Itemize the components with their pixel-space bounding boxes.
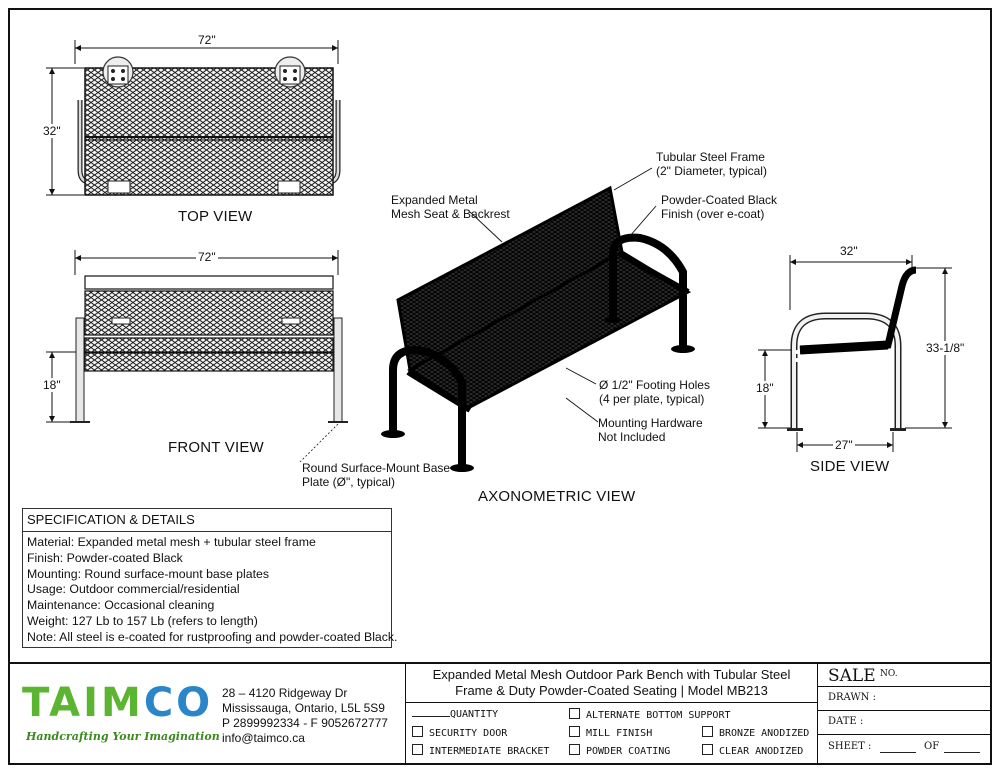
address-line1: 28 – 4120 Ridgeway Dr [222,686,348,700]
checkbox[interactable] [702,744,713,755]
callout-footing-line1: Ø 1/2" Footing Holes [599,378,710,392]
front-view-title: FRONT VIEW [168,439,264,456]
side-view [758,255,952,452]
spec-mounting: Mounting: Round surface-mount base plate… [27,566,269,581]
option-mill-finish[interactable]: MILL FINISH [569,726,652,739]
spec-finish: Finish: Powder-coated Black [27,550,183,565]
front-height-dim: 18" [41,378,63,392]
option-alternate-bottom-support[interactable]: ALTERNATE BOTTOM SUPPORT [569,708,731,721]
spec-usage: Usage: Outdoor commercial/residential [27,582,240,597]
quantity-label: QUANTITY [450,709,499,720]
specification-box: SPECIFICATION & DETAILS Material: Expand… [22,508,398,648]
callout-finish-line2: Finish (over e-coat) [661,207,765,221]
sale-row: SALE NO. [818,664,990,687]
of-label: OF [924,741,940,752]
date-row[interactable]: DATE : [818,710,990,735]
option-label: POWDER COATING [586,746,671,757]
sale-no-label: NO. [880,669,898,679]
side-view-title: SIDE VIEW [810,458,890,475]
option-powder-coating[interactable]: POWDER COATING [569,744,670,757]
callout-base-plate: Round Surface-Mount Base Plate (Ø", typi… [302,461,450,489]
option-label: ALTERNATE BOTTOM SUPPORT [586,710,731,721]
phone-fax: P 2899992334 - F 9052672777 [222,716,388,730]
side-seat-dim: 18" [754,381,776,395]
callout-base-line1: Round Surface-Mount Base [302,461,451,475]
side-depth-dim: 32" [838,244,860,258]
callout-mesh: Expanded Metal Mesh Seat & Backrest [391,193,510,221]
date-label: DATE : [828,716,864,727]
sheet-row[interactable]: SHEET : OF [818,734,990,764]
drawing-sheet [8,8,992,765]
option-clear-anodized[interactable]: CLEAR ANODIZED [702,744,803,757]
checkbox[interactable] [569,726,580,737]
option-label: SECURITY DOOR [429,728,508,739]
option-label: BRONZE ANODIZED [719,728,810,739]
top-depth-dim: 32" [41,124,63,138]
callout-hardware: Mounting Hardware Not Included [598,416,703,444]
option-intermediate-bracket[interactable]: INTERMEDIATE BRACKET [412,744,549,757]
checkbox[interactable] [569,744,580,755]
top-view [46,40,341,196]
side-base-dim: 27" [833,438,855,452]
company-cell: TAIMCO Handcrafting Your Imagination 28 … [8,664,406,765]
front-view [46,250,348,463]
checkbox[interactable] [412,744,423,755]
company-email[interactable]: info@taimco.ca [222,731,305,745]
checkbox[interactable] [412,726,423,737]
callout-footing-line2: (4 per plate, typical) [599,392,705,406]
side-height-dim: 33-1/8" [924,341,967,355]
spec-maintenance: Maintenance: Occasional cleaning [27,598,215,613]
callout-frame-line2: (2" Diameter, typical) [656,164,767,178]
company-tagline: Handcrafting Your Imagination [26,730,220,743]
sheet-total-line[interactable] [944,752,980,753]
callout-hardware-line1: Mounting Hardware [598,416,703,430]
axonometric-view [381,167,695,472]
option-bronze-anodized[interactable]: BRONZE ANODIZED [702,726,809,739]
sale-cell: SALE NO. DRAWN : DATE : SHEET : OF [818,664,990,765]
option-label: INTERMEDIATE BRACKET [429,746,550,757]
spec-note: Note: All steel is e-coated for rustproo… [27,629,398,644]
sheet-label: SHEET : [828,741,872,752]
checkbox[interactable] [702,726,713,737]
technical-drawing [46,40,952,472]
company-address: 28 – 4120 Ridgeway Dr Mississauga, Ontar… [222,686,388,746]
top-view-title: TOP VIEW [178,208,253,225]
callout-frame: Tubular Steel Frame (2" Diameter, typica… [656,150,767,178]
option-security-door[interactable]: SECURITY DOOR [412,726,507,739]
top-width-dim: 72" [196,33,218,47]
callout-mesh-line1: Expanded Metal [391,193,478,207]
checkbox[interactable] [569,708,580,719]
product-cell: Expanded Metal Mesh Outdoor Park Bench w… [406,664,818,765]
title-block: TAIMCO Handcrafting Your Imagination 28 … [8,662,992,765]
product-title-box: Expanded Metal Mesh Outdoor Park Bench w… [406,664,817,703]
callout-finish: Powder-Coated Black Finish (over e-coat) [661,193,777,221]
callout-hardware-line2: Not Included [598,430,666,444]
option-label: MILL FINISH [586,728,653,739]
quantity-field[interactable]: QUANTITY [412,708,498,720]
callout-frame-line1: Tubular Steel Frame [656,150,765,164]
company-logo: TAIMCO [22,680,214,726]
address-line2: Mississauga, Ontario, L5L 5S9 [222,701,385,715]
callout-base-line2: Plate (Ø", typical) [302,475,395,489]
front-width-dim: 72" [196,250,218,264]
drawn-row[interactable]: DRAWN : [818,686,990,711]
option-label: CLEAR ANODIZED [719,746,804,757]
sheet-number-line[interactable] [880,752,916,753]
callout-mesh-line2: Mesh Seat & Backrest [391,207,510,221]
sale-label: SALE [828,666,876,686]
spec-material: Material: Expanded metal mesh + tubular … [27,535,316,549]
product-title-line1: Expanded Metal Mesh Outdoor Park Bench w… [432,667,791,682]
product-title-line2: Frame & Duty Powder-Coated Seating | Mod… [455,683,768,698]
axonometric-view-title: AXONOMETRIC VIEW [478,488,636,505]
spec-heading: SPECIFICATION & DETAILS [23,509,391,532]
spec-weight: Weight: 127 Lb to 157 Lb (refers to leng… [27,613,258,628]
drawn-label: DRAWN : [828,692,876,703]
callout-footing: Ø 1/2" Footing Holes (4 per plate, typic… [599,378,710,406]
callout-finish-line1: Powder-Coated Black [661,193,778,207]
